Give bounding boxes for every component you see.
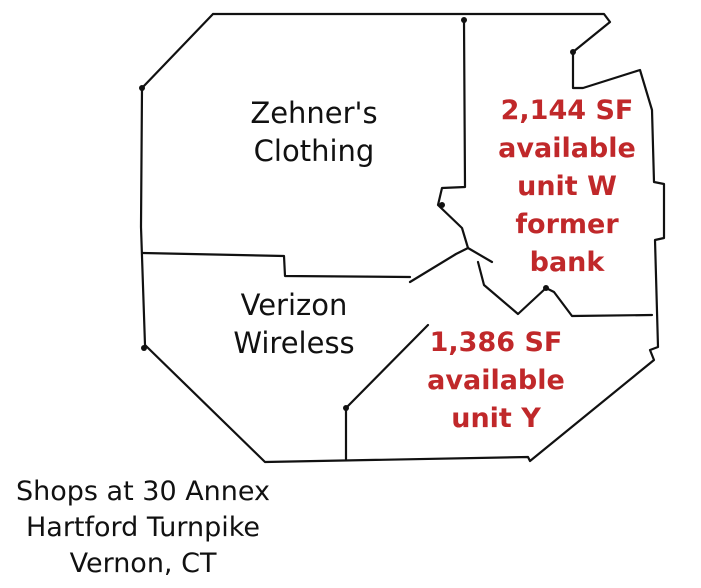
unit-w-line-2: available [498,133,636,164]
unit-y-line-3: unit Y [451,403,541,434]
unit-w-line-5: bank [529,247,605,278]
zehners-east-wall [436,18,470,250]
unit-w-line-3: unit W [517,171,617,202]
verizon-line-2: Wireless [233,326,355,360]
wall-joint-1 [139,85,145,91]
unit-w-label: 2,144 SF available unit W former bank [487,92,647,282]
wall-joint-2 [461,17,467,23]
verizon-wireless-label: Verizon Wireless [214,286,374,362]
unit-y-line-2: available [427,365,565,396]
zehners-clothing-label: Zehner's Clothing [234,94,394,170]
address-line-1: Shops at 30 Annex [16,476,271,507]
zehners-verizon-wall [141,251,412,279]
zehners-line-2: Clothing [253,134,375,168]
verizon-line-1: Verizon [240,288,348,322]
wall-joint-7 [543,285,549,291]
wall-joint-5 [343,405,349,411]
wall-joint-4 [439,202,445,208]
unit-w-line-1: 2,144 SF [500,95,634,126]
wall-joint-6 [141,345,147,351]
lobby-wall-upper [408,246,494,284]
unit-y-label: 1,386 SF available unit Y [416,324,576,438]
unit-y-line-1: 1,386 SF [429,327,563,358]
wall-joint-3 [570,49,576,55]
zehners-line-1: Zehner's [250,96,378,130]
address-line-2: Hartford Turnpike [25,512,261,543]
unit-w-line-4: former [515,209,619,240]
property-address: Shops at 30 Annex Hartford Turnpike Vern… [16,474,270,582]
address-line-3: Vernon, CT [69,548,217,579]
building-outline [139,12,666,464]
